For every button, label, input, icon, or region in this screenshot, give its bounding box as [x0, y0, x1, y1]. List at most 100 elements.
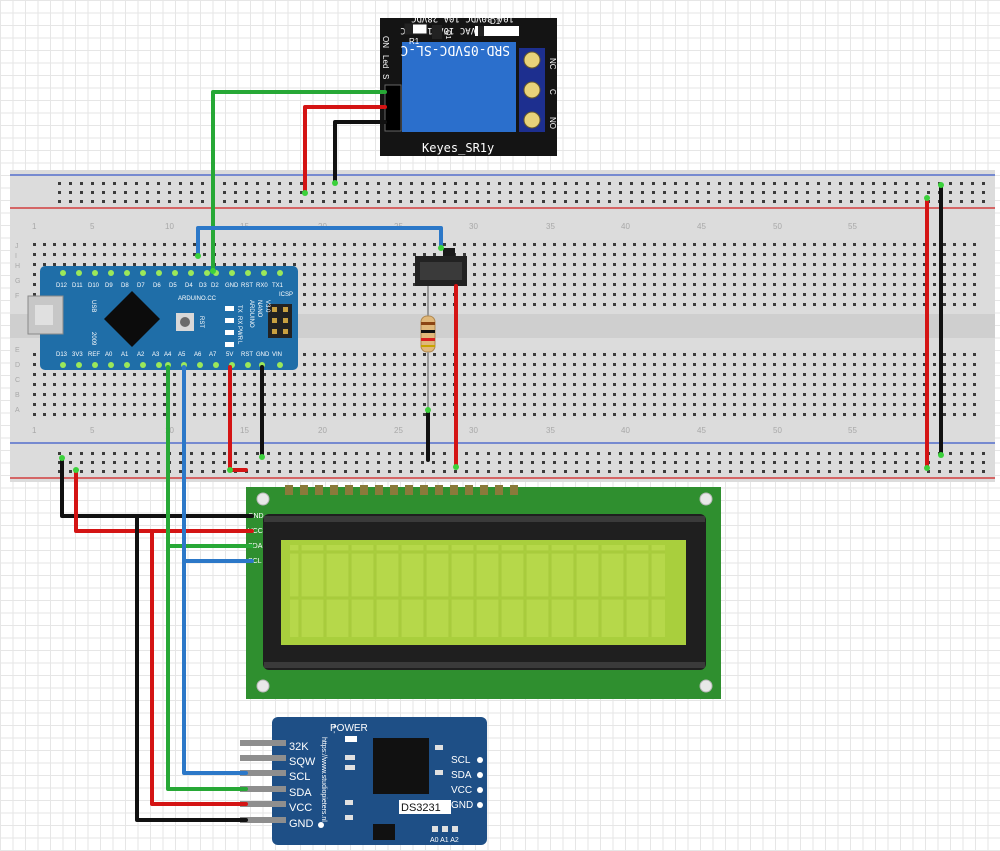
- wire-ends: [59, 180, 944, 473]
- relay-d-label: D1: [490, 17, 501, 26]
- arduino-pin-label: A1: [121, 352, 129, 358]
- lcd-character-grid: [290, 545, 665, 637]
- arduino-pin-label: TX1: [272, 283, 284, 289]
- mcu-chip: [104, 291, 160, 347]
- col-number: 30: [469, 426, 478, 435]
- arduino-icsp-label: ICSP: [279, 292, 293, 298]
- col-number: 5: [90, 222, 95, 231]
- rtc-chip: [373, 738, 429, 794]
- arduino-pin-label: A5: [178, 352, 186, 358]
- arduino-pin-label: RX0: [256, 283, 268, 289]
- arduino-pin-label: A6: [194, 352, 202, 358]
- arduino-pin-label: D9: [105, 283, 113, 289]
- row-letter: I: [15, 253, 17, 260]
- wire-relay-signal: [211, 90, 387, 273]
- rtc-pin-label: GND: [289, 818, 314, 830]
- wire-relay-vcc: [303, 105, 387, 195]
- wire-lcd-vcc: [74, 468, 254, 533]
- rtc-address-label: A0 A1 A2: [430, 837, 459, 844]
- wires: [60, 90, 943, 822]
- arduino-brand: ARDUINO.CC: [178, 296, 217, 302]
- relay-terminal-label: NC: [548, 58, 557, 70]
- rtc-right-pin-label: SDA: [451, 770, 472, 781]
- relay-model-label: Keyes_SR1y: [422, 141, 494, 155]
- relay-spec: SRD-05VDC-SL-C: [400, 42, 510, 57]
- arduino-name: NANO: [256, 300, 262, 318]
- lcd-pin-label: SDA: [248, 543, 263, 550]
- col-number: 40: [621, 426, 630, 435]
- relay-led-label: ON: [381, 36, 390, 48]
- arduino-pin-label: D10: [88, 283, 100, 289]
- row-letter: C: [15, 377, 20, 384]
- rtc-pin-label: SDA: [289, 787, 312, 799]
- arduino-pin-label: A2: [137, 352, 145, 358]
- col-number: 45: [697, 426, 706, 435]
- wire-rtc-scl: [182, 559, 248, 775]
- row-letter: E: [15, 347, 20, 354]
- row-letter: J: [15, 243, 19, 250]
- row-letter: B: [15, 392, 20, 399]
- lcd-pin-label: GND: [248, 513, 264, 520]
- rtc-pin-label: SCL: [289, 771, 310, 783]
- relay-led-label: S: [381, 74, 390, 79]
- col-number: 40: [621, 222, 630, 231]
- row-letter: D: [15, 362, 20, 369]
- lcd-module: GND VCC SDA SCL: [246, 485, 721, 699]
- arduino-pin-label: D12: [56, 283, 68, 289]
- arduino-name: ARDUINO: [248, 300, 254, 328]
- rtc-right-pin-label: SCL: [451, 755, 471, 766]
- rtc-right-pin-label: VCC: [451, 785, 472, 796]
- rtc-pin-label: SQW: [289, 756, 316, 768]
- col-number: 35: [546, 426, 555, 435]
- rtc-chip-label: DS3231: [401, 802, 441, 814]
- arduino-pin-label: D3: [199, 283, 207, 289]
- arduino-pin-label: A7: [209, 352, 217, 358]
- arduino-pin-label: D13: [56, 352, 68, 358]
- arduino-pin-label: D2: [211, 283, 219, 289]
- col-number: 30: [469, 222, 478, 231]
- col-number: 50: [773, 426, 782, 435]
- col-number: 55: [848, 426, 857, 435]
- arduino-pin-label: D4: [185, 283, 193, 289]
- col-number: 50: [773, 222, 782, 231]
- row-letter: H: [15, 263, 20, 270]
- row-letter: A: [15, 407, 20, 414]
- arduino-pin-label: D11: [72, 283, 83, 289]
- lcd-pin-label: VCC: [248, 528, 263, 535]
- relay-box: [402, 42, 516, 132]
- arduino-led-label: RX: [236, 316, 242, 324]
- arduino-pin-label: 3V3: [72, 352, 83, 358]
- col-number: 25: [394, 426, 403, 435]
- arduino-led-label: L: [236, 341, 242, 345]
- arduino-pin-label: 5V: [226, 352, 233, 358]
- icsp-header: [268, 304, 292, 338]
- relay-spec: 10A 30VDC 10A 28VDC: [411, 13, 514, 23]
- top-rail-holes: [58, 180, 988, 204]
- wire-relay-gnd: [333, 120, 387, 185]
- col-number: 15: [240, 426, 249, 435]
- col-number: 45: [697, 222, 706, 231]
- rtc-right-pin-label: GND: [451, 800, 473, 811]
- relay-terminal-label: NO: [548, 117, 557, 129]
- arduino-pin-label: D6: [153, 283, 161, 289]
- arduino-pin-label: D7: [137, 283, 145, 289]
- arduino-pin-label: D8: [121, 283, 129, 289]
- arduino-pin-label: GND: [256, 352, 270, 358]
- col-number: 1: [32, 426, 37, 435]
- row-letter: F: [15, 293, 19, 300]
- arduino-pin-label: VIN: [272, 352, 282, 358]
- wire-rtc-vcc: [150, 529, 248, 806]
- arduino-pin-label: A4: [164, 352, 172, 358]
- col-number: 10: [165, 222, 174, 231]
- arduino-led-label: TX: [236, 305, 242, 313]
- relay-terminal-label: C: [548, 89, 557, 95]
- arduino-pin-label: GND: [225, 283, 239, 289]
- col-number: 20: [318, 426, 327, 435]
- arduino-nano: D12 D11 D10 D9 D8 D7 D6 D5 D4 D3 D2 GND …: [27, 266, 298, 370]
- arduino-pin-label: D5: [169, 283, 177, 289]
- rtc-plus-minus: + -: [330, 724, 339, 734]
- relay-q-label: Q1: [444, 30, 451, 39]
- arduino-pin-label: A0: [105, 352, 113, 358]
- arduino-pin-label: RST: [241, 352, 253, 358]
